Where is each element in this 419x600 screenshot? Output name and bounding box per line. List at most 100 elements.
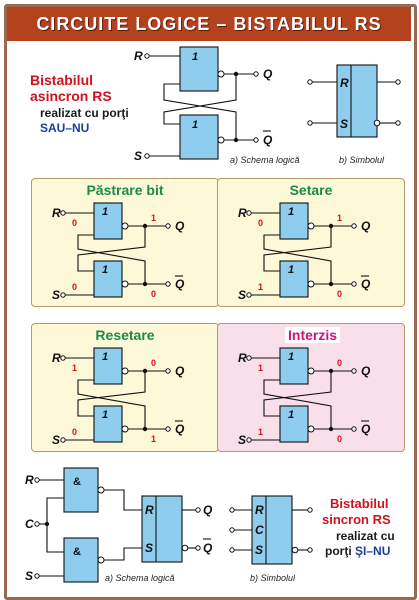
sync-caption-symbol: b) Simbolul (250, 573, 296, 583)
state-title-set: Setare (289, 182, 333, 198)
state-q-value: 0 (337, 358, 342, 368)
async-feedback-q (163, 74, 237, 125)
async-gate-bottom (179, 114, 219, 160)
state-gate-top-label: 1 (102, 351, 108, 363)
state-gate-bottom-label: 1 (288, 264, 294, 276)
state-title-reset: Resetare (95, 327, 155, 343)
async-heading-line2: asincron RS (30, 88, 112, 104)
sync-heading-line2: sincron RS (322, 512, 391, 527)
state-qbar-label: Q (361, 422, 371, 436)
state-feedback-qbar (77, 379, 146, 429)
sync-wire-to-s (104, 547, 142, 561)
state-gate-top-label: 1 (288, 206, 294, 218)
state-gate-bottom (279, 405, 309, 443)
state-qbar-terminal (165, 426, 171, 432)
state-r-label: R (238, 206, 247, 220)
state-feedback-qbar (263, 234, 332, 284)
sync-symbol-in-r-terminal (229, 507, 235, 513)
state-q-terminal (165, 223, 171, 229)
async-output-qbar-terminal (253, 137, 259, 143)
state-r-label: R (52, 206, 61, 220)
sync-symbol-r: R (255, 503, 264, 517)
state-gate-top-label: 1 (288, 351, 294, 363)
sync-symbol-out-qbar-terminal (307, 547, 313, 553)
state-qbar-label: Q (175, 277, 185, 291)
state-q-value: 0 (151, 358, 156, 368)
state-feedback-qbar (77, 234, 146, 284)
state-gate-top-label: 1 (102, 206, 108, 218)
sync-wire-to-r (104, 489, 142, 511)
state-gate-bottom (93, 260, 123, 298)
async-output-q-label: Q (263, 67, 273, 81)
sync-symbol-c: C (255, 523, 264, 537)
async-input-r-label: R (134, 49, 143, 63)
state-qbar-terminal (165, 281, 171, 287)
sync-gate-top-label: & (73, 476, 81, 488)
async-feedback-qbar (163, 83, 237, 140)
state-s-value: 0 (72, 282, 77, 292)
state-r-label: R (52, 351, 61, 365)
state-q-label: Q (361, 219, 371, 233)
sync-symbol-s: S (255, 543, 263, 557)
sync-gate-type: ŞI–NU (355, 544, 391, 558)
state-q-terminal (165, 368, 171, 374)
sync-gate-bottom (63, 537, 99, 583)
sync-flipflop-r: R (145, 503, 154, 517)
async-symbol-s: S (340, 117, 348, 131)
async-symbol-r: R (340, 76, 349, 90)
sync-output-qbar-label: Q (203, 541, 213, 555)
sync-subheading-line2: porţi ŞI–NU (325, 544, 390, 558)
state-s-label: S (238, 288, 246, 302)
state-qbar-terminal (351, 426, 357, 432)
sync-flipflop-s: S (145, 541, 153, 555)
sync-input-r-label: R (25, 473, 34, 487)
state-qbar-label: Q (175, 422, 185, 436)
poster-frame (4, 4, 417, 600)
state-q-value: 1 (337, 213, 342, 223)
state-s-label: S (52, 288, 60, 302)
async-symbol-out-q-terminal (395, 79, 401, 85)
sync-wire-c-top (46, 497, 64, 524)
state-feedback-q (77, 226, 146, 272)
sync-symbol-box (251, 495, 293, 565)
async-subheading-line1: realizat cu porţi (40, 106, 129, 120)
state-feedback-q (263, 226, 332, 272)
poster-title: CIRCUITE LOGICE – BISTABILUL RS (7, 7, 411, 41)
state-feedback-q (77, 371, 146, 417)
state-gate-bottom (279, 260, 309, 298)
async-output-qbar-label: Q (263, 133, 273, 147)
state-gate-bottom-label: 1 (102, 264, 108, 276)
async-gate-top (179, 46, 219, 92)
sync-subheading-prefix: porţi (325, 544, 352, 558)
async-caption-logic: a) Schema logică (230, 155, 300, 165)
state-s-value: 0 (72, 427, 77, 437)
sync-flipflop-box (141, 495, 183, 563)
state-feedback-q (263, 371, 332, 417)
state-q-terminal (351, 223, 357, 229)
async-symbol-in-s-terminal (307, 120, 313, 126)
sync-symbol-out-q-terminal (307, 507, 313, 513)
state-gate-bottom-label: 1 (102, 409, 108, 421)
sync-input-s-label: S (25, 569, 33, 583)
state-gate-top (279, 202, 309, 240)
async-output-q-terminal (253, 71, 259, 77)
state-qbar-value: 0 (151, 289, 156, 299)
sync-flipflop-negation (181, 544, 189, 552)
sync-caption-logic: a) Schema logică (105, 573, 175, 583)
state-q-value: 1 (151, 213, 156, 223)
state-r-value: 0 (258, 218, 263, 228)
async-gate-type: SAU–NU (40, 121, 90, 135)
sync-heading-line1: Bistabilul (330, 496, 389, 511)
sync-output-q-terminal (195, 507, 201, 513)
state-gate-top (93, 202, 123, 240)
state-r-value: 0 (72, 218, 77, 228)
state-q-label: Q (175, 364, 185, 378)
state-feedback-qbar (263, 379, 332, 429)
